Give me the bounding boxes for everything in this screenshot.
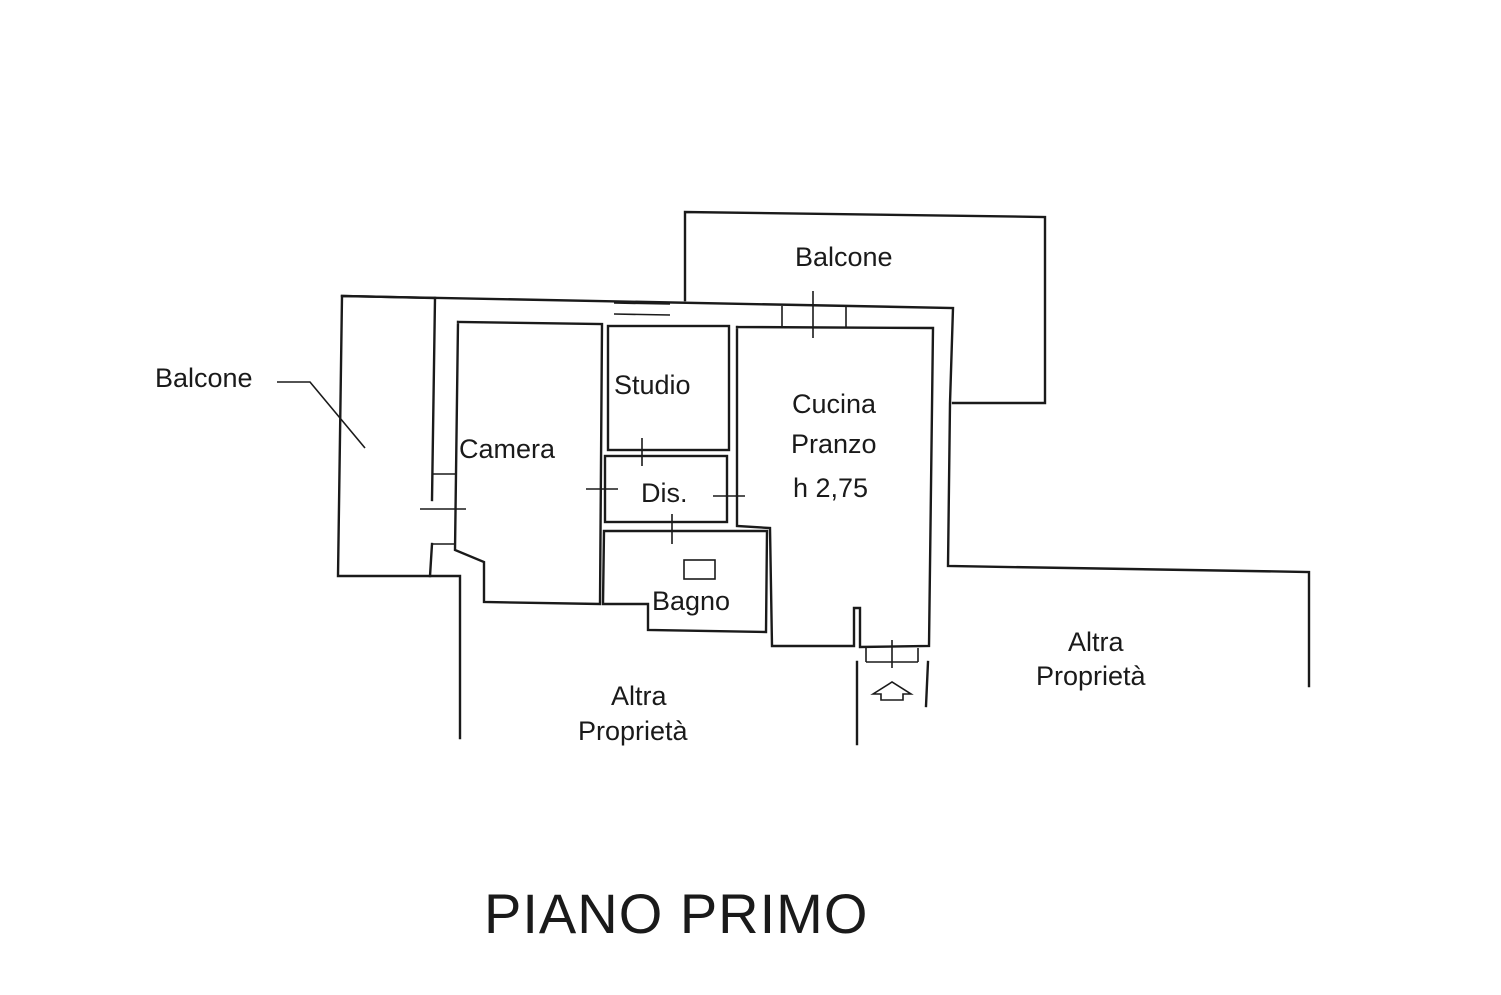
room-dis — [586, 454, 745, 544]
label-pranzo: Pranzo — [791, 429, 877, 459]
balcony-top — [683, 210, 1047, 405]
label-dis: Dis. — [641, 478, 688, 508]
balcony-left — [277, 294, 437, 578]
balcony-left-leader-line — [277, 381, 366, 449]
label-balcone-top: Balcone — [795, 242, 893, 272]
room-studio — [606, 302, 731, 466]
plan-title: PIANO PRIMO — [484, 882, 868, 945]
apartment-outer-walls — [340, 294, 1311, 746]
label-altra-right-2: Proprietà — [1036, 661, 1147, 691]
label-studio: Studio — [614, 370, 691, 400]
label-cucina: Cucina — [792, 389, 877, 419]
label-balcone-left: Balcone — [155, 363, 253, 393]
label-camera: Camera — [459, 434, 556, 464]
room-cucina-pranzo — [735, 291, 935, 668]
label-altra-bottom-1: Altra — [611, 681, 668, 711]
label-height: h 2,75 — [793, 473, 868, 503]
bagno-fixture — [683, 559, 716, 580]
room-camera — [420, 320, 604, 606]
label-altra-right-1: Altra — [1068, 627, 1125, 657]
label-bagno: Bagno — [652, 586, 730, 616]
room-bagno — [601, 529, 769, 634]
entrance-arrow-icon — [870, 681, 914, 701]
label-altra-bottom-2: Proprietà — [578, 716, 689, 746]
